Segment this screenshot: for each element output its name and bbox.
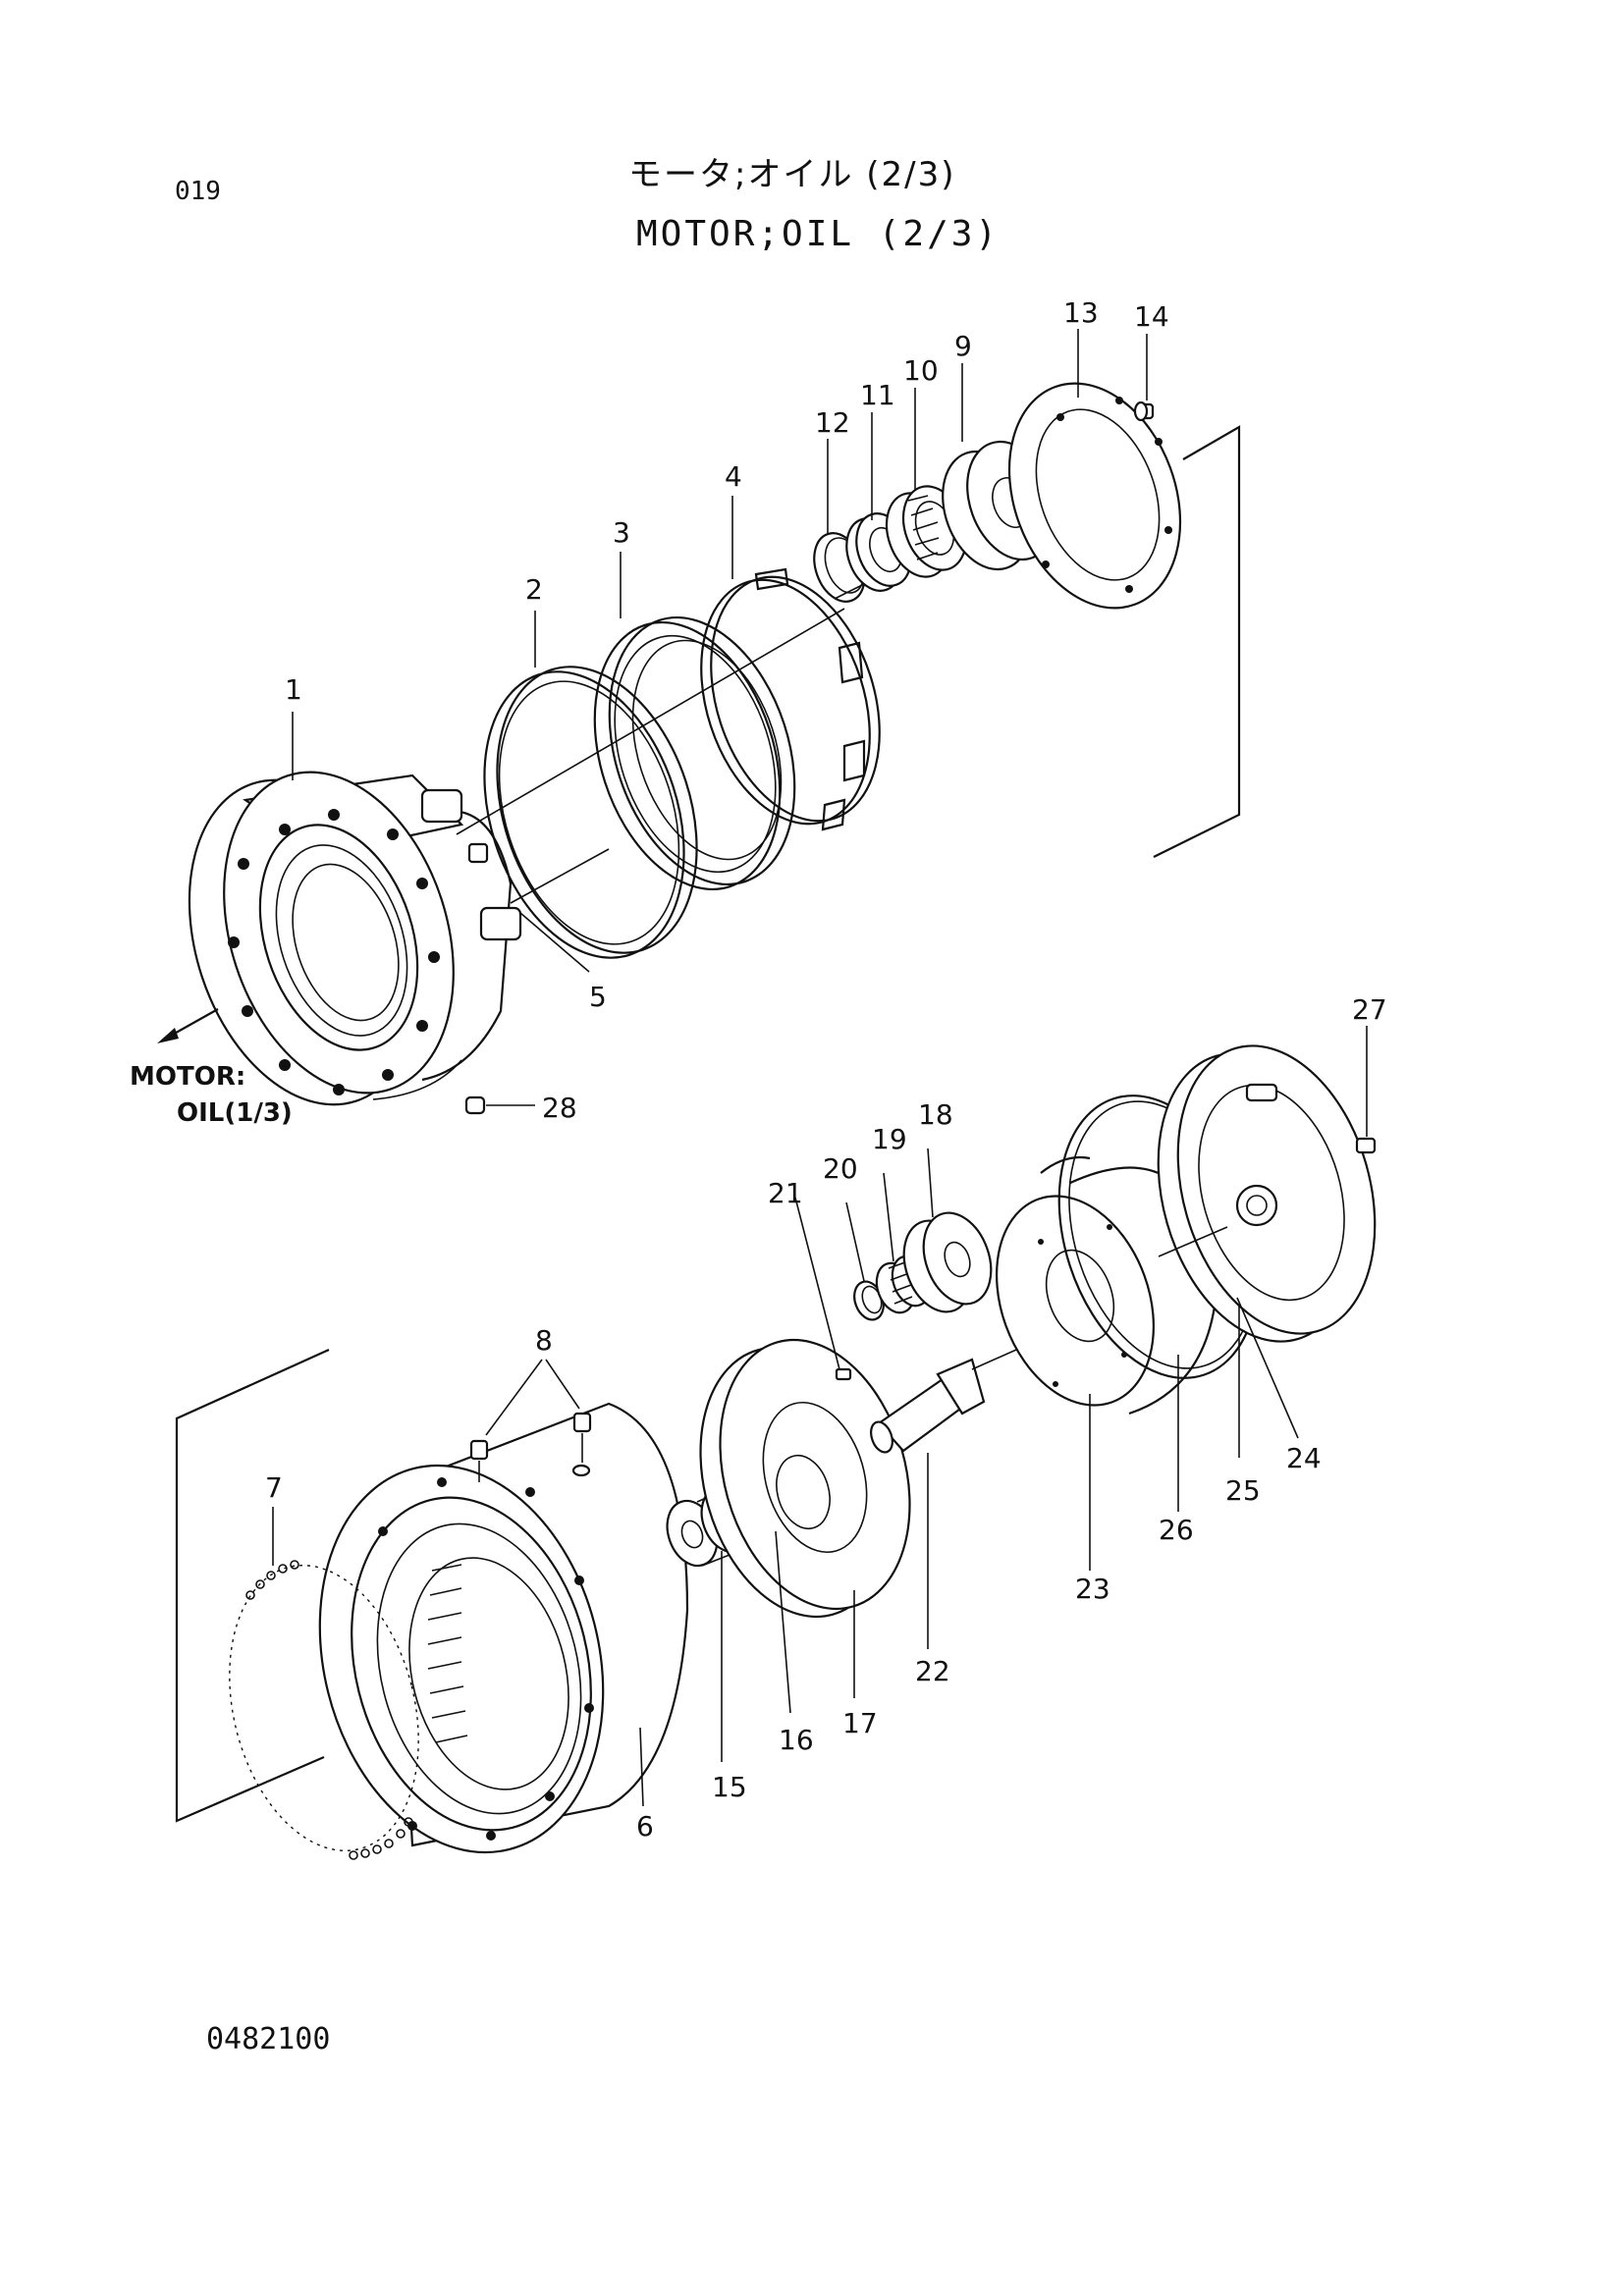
part-7-steel-balls bbox=[229, 1507, 419, 1860]
part-18-planet-gear bbox=[902, 1211, 993, 1313]
callout-22: 22 bbox=[915, 1655, 950, 1687]
callout-23: 23 bbox=[1075, 1573, 1110, 1605]
callout-27: 27 bbox=[1352, 993, 1387, 1026]
part-28-plug bbox=[464, 1095, 535, 1115]
callout-5: 5 bbox=[589, 981, 607, 1013]
page-number: 019 bbox=[175, 177, 221, 206]
callout-19: 19 bbox=[872, 1123, 907, 1155]
callout-13: 13 bbox=[1063, 296, 1099, 329]
drawing-number: 0482100 bbox=[206, 2022, 331, 2056]
callout-7: 7 bbox=[265, 1471, 283, 1504]
callout-25: 25 bbox=[1225, 1474, 1261, 1507]
callout-16: 16 bbox=[779, 1724, 814, 1756]
leader-lines bbox=[292, 329, 1368, 1807]
part-6-ring-gear-housing bbox=[318, 1402, 689, 1854]
callout-26: 26 bbox=[1159, 1514, 1194, 1546]
part-23-thrust-plate bbox=[996, 1195, 1155, 1407]
callout-10: 10 bbox=[903, 354, 939, 387]
part-27-plug bbox=[1355, 1137, 1377, 1154]
reference-label-line1: MOTOR: bbox=[130, 1062, 245, 1092]
reference-label-line2: OIL(1/3) bbox=[177, 1098, 293, 1128]
callout-14: 14 bbox=[1134, 300, 1169, 333]
callout-11: 11 bbox=[860, 379, 895, 411]
page-title-japanese: モータ;オイル (2/3) bbox=[628, 155, 956, 194]
callout-21: 21 bbox=[768, 1177, 803, 1209]
part-17-carrier-plate bbox=[699, 1338, 911, 1619]
callout-24: 24 bbox=[1286, 1442, 1322, 1474]
callout-28: 28 bbox=[542, 1092, 577, 1124]
callout-17: 17 bbox=[842, 1707, 878, 1739]
page-title-english: MOTOR;OIL (2/3) bbox=[636, 214, 1001, 254]
reference-arrow bbox=[157, 1008, 219, 1043]
callout-1: 1 bbox=[285, 673, 302, 706]
callout-15: 15 bbox=[712, 1771, 747, 1803]
part-3-floating-seal bbox=[593, 616, 796, 890]
part-8-plugs bbox=[469, 1359, 592, 1482]
part-1-housing-flange bbox=[188, 771, 522, 1106]
callout-18: 18 bbox=[918, 1098, 953, 1131]
part-13-thrust-plate bbox=[1007, 382, 1182, 610]
callout-3: 3 bbox=[613, 516, 630, 549]
callout-8: 8 bbox=[535, 1324, 553, 1357]
part-4-ring-nut bbox=[700, 567, 881, 831]
part-24-cover bbox=[1157, 1044, 1377, 1343]
part-14-screw bbox=[1133, 400, 1155, 422]
part-21-pin bbox=[835, 1367, 852, 1381]
callout-2: 2 bbox=[525, 573, 543, 606]
callout-4: 4 bbox=[725, 460, 742, 493]
part-2-seal-ring bbox=[483, 666, 698, 959]
callout-6: 6 bbox=[636, 1810, 654, 1842]
callout-20: 20 bbox=[823, 1152, 858, 1185]
callout-12: 12 bbox=[815, 406, 850, 439]
callout-9: 9 bbox=[954, 330, 972, 362]
